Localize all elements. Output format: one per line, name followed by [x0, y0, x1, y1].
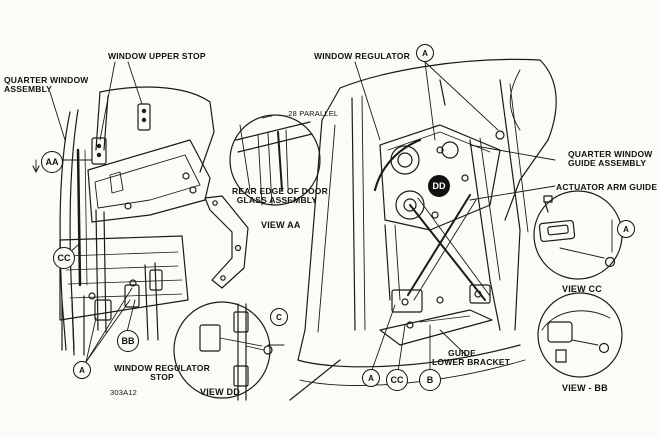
label-window-regulator: WINDOW REGULATOR — [314, 51, 410, 61]
view-cc-inset — [533, 190, 623, 280]
callout-a-left: A — [73, 361, 91, 379]
callout-c: C — [270, 308, 288, 326]
left-door-assembly — [59, 86, 249, 356]
callout-dd: DD — [428, 175, 450, 197]
view-arrows — [32, 165, 285, 346]
left-leaders — [35, 61, 143, 363]
callout-cc-bottom: CC — [386, 369, 408, 391]
label-view-dd: VIEW DD — [200, 387, 240, 397]
callout-b: B — [419, 369, 441, 391]
label-part-number: 303A12 — [110, 388, 138, 397]
label-actuator-arm-guide: ACTUATOR ARM GUIDE — [556, 182, 658, 192]
label-view-cc: VIEW CC — [562, 284, 602, 294]
callout-a-top: A — [416, 44, 434, 62]
view-dd-inset — [173, 301, 273, 401]
callout-a-bottom: A — [362, 369, 380, 387]
callout-a-right: A — [617, 220, 635, 238]
label-view-aa: VIEW AA — [261, 220, 301, 230]
label-view-bb: VIEW - BB — [562, 383, 608, 393]
callout-aa: AA — [41, 151, 63, 173]
label-window-upper-stop: WINDOW UPPER STOP — [108, 51, 206, 61]
view-aa-inset — [229, 114, 321, 206]
label-parallel: .28 PARALLEL — [286, 109, 339, 118]
callout-bb: BB — [117, 330, 139, 352]
callout-cc-left: CC — [53, 247, 75, 269]
view-bb-inset — [537, 292, 623, 378]
